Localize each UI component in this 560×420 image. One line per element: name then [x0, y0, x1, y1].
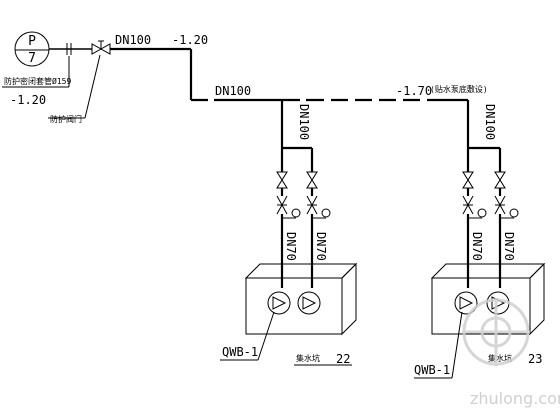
- left-pit-number: 22: [336, 352, 350, 366]
- left-elevation: -1.20: [10, 93, 46, 107]
- right-pit-name: 集水坑: [488, 353, 512, 363]
- left-pump-group: DN100 DN70 DN70: [220, 100, 358, 361]
- right-branch2-size: DN70: [502, 232, 516, 261]
- right-riser-size: DN100: [483, 104, 497, 140]
- note-leaders: [2, 54, 101, 119]
- right-pump-group: DN100 DN70 DN70: [414, 104, 546, 379]
- main-pipe-note: (贴水泵底敷设): [430, 84, 488, 94]
- right-branch1-size: DN70: [470, 232, 484, 261]
- left-branch2-size: DN70: [314, 232, 328, 261]
- valve-note: 防护阀门: [50, 114, 82, 124]
- left-pit-name: 集水坑: [296, 353, 320, 363]
- sleeve-note: 防护密闭套管Ø159: [4, 76, 71, 86]
- main-pipe-size: DN100: [215, 84, 251, 98]
- watermark: zhulong.com: [462, 298, 560, 408]
- top-pipe-size: DN100: [115, 33, 151, 47]
- left-riser-size: DN100: [297, 104, 311, 140]
- watermark-text: zhulong.com: [470, 389, 560, 408]
- main-pipe-elevation: -1.70: [396, 84, 432, 98]
- left-pump-model: QWB-1: [222, 345, 258, 359]
- pump-symbol-letter: P: [28, 34, 36, 49]
- right-pit-number: 23: [528, 352, 542, 366]
- inlet-pipe: [49, 40, 193, 100]
- main-header-pipe: [191, 98, 470, 120]
- top-pipe-elevation: -1.20: [172, 33, 208, 47]
- right-pump-model: QWB-1: [414, 363, 450, 377]
- left-branch1-size: DN70: [284, 232, 298, 261]
- pump-reference-symbol: P 7: [14, 31, 50, 67]
- pump-symbol-number: 7: [28, 51, 36, 66]
